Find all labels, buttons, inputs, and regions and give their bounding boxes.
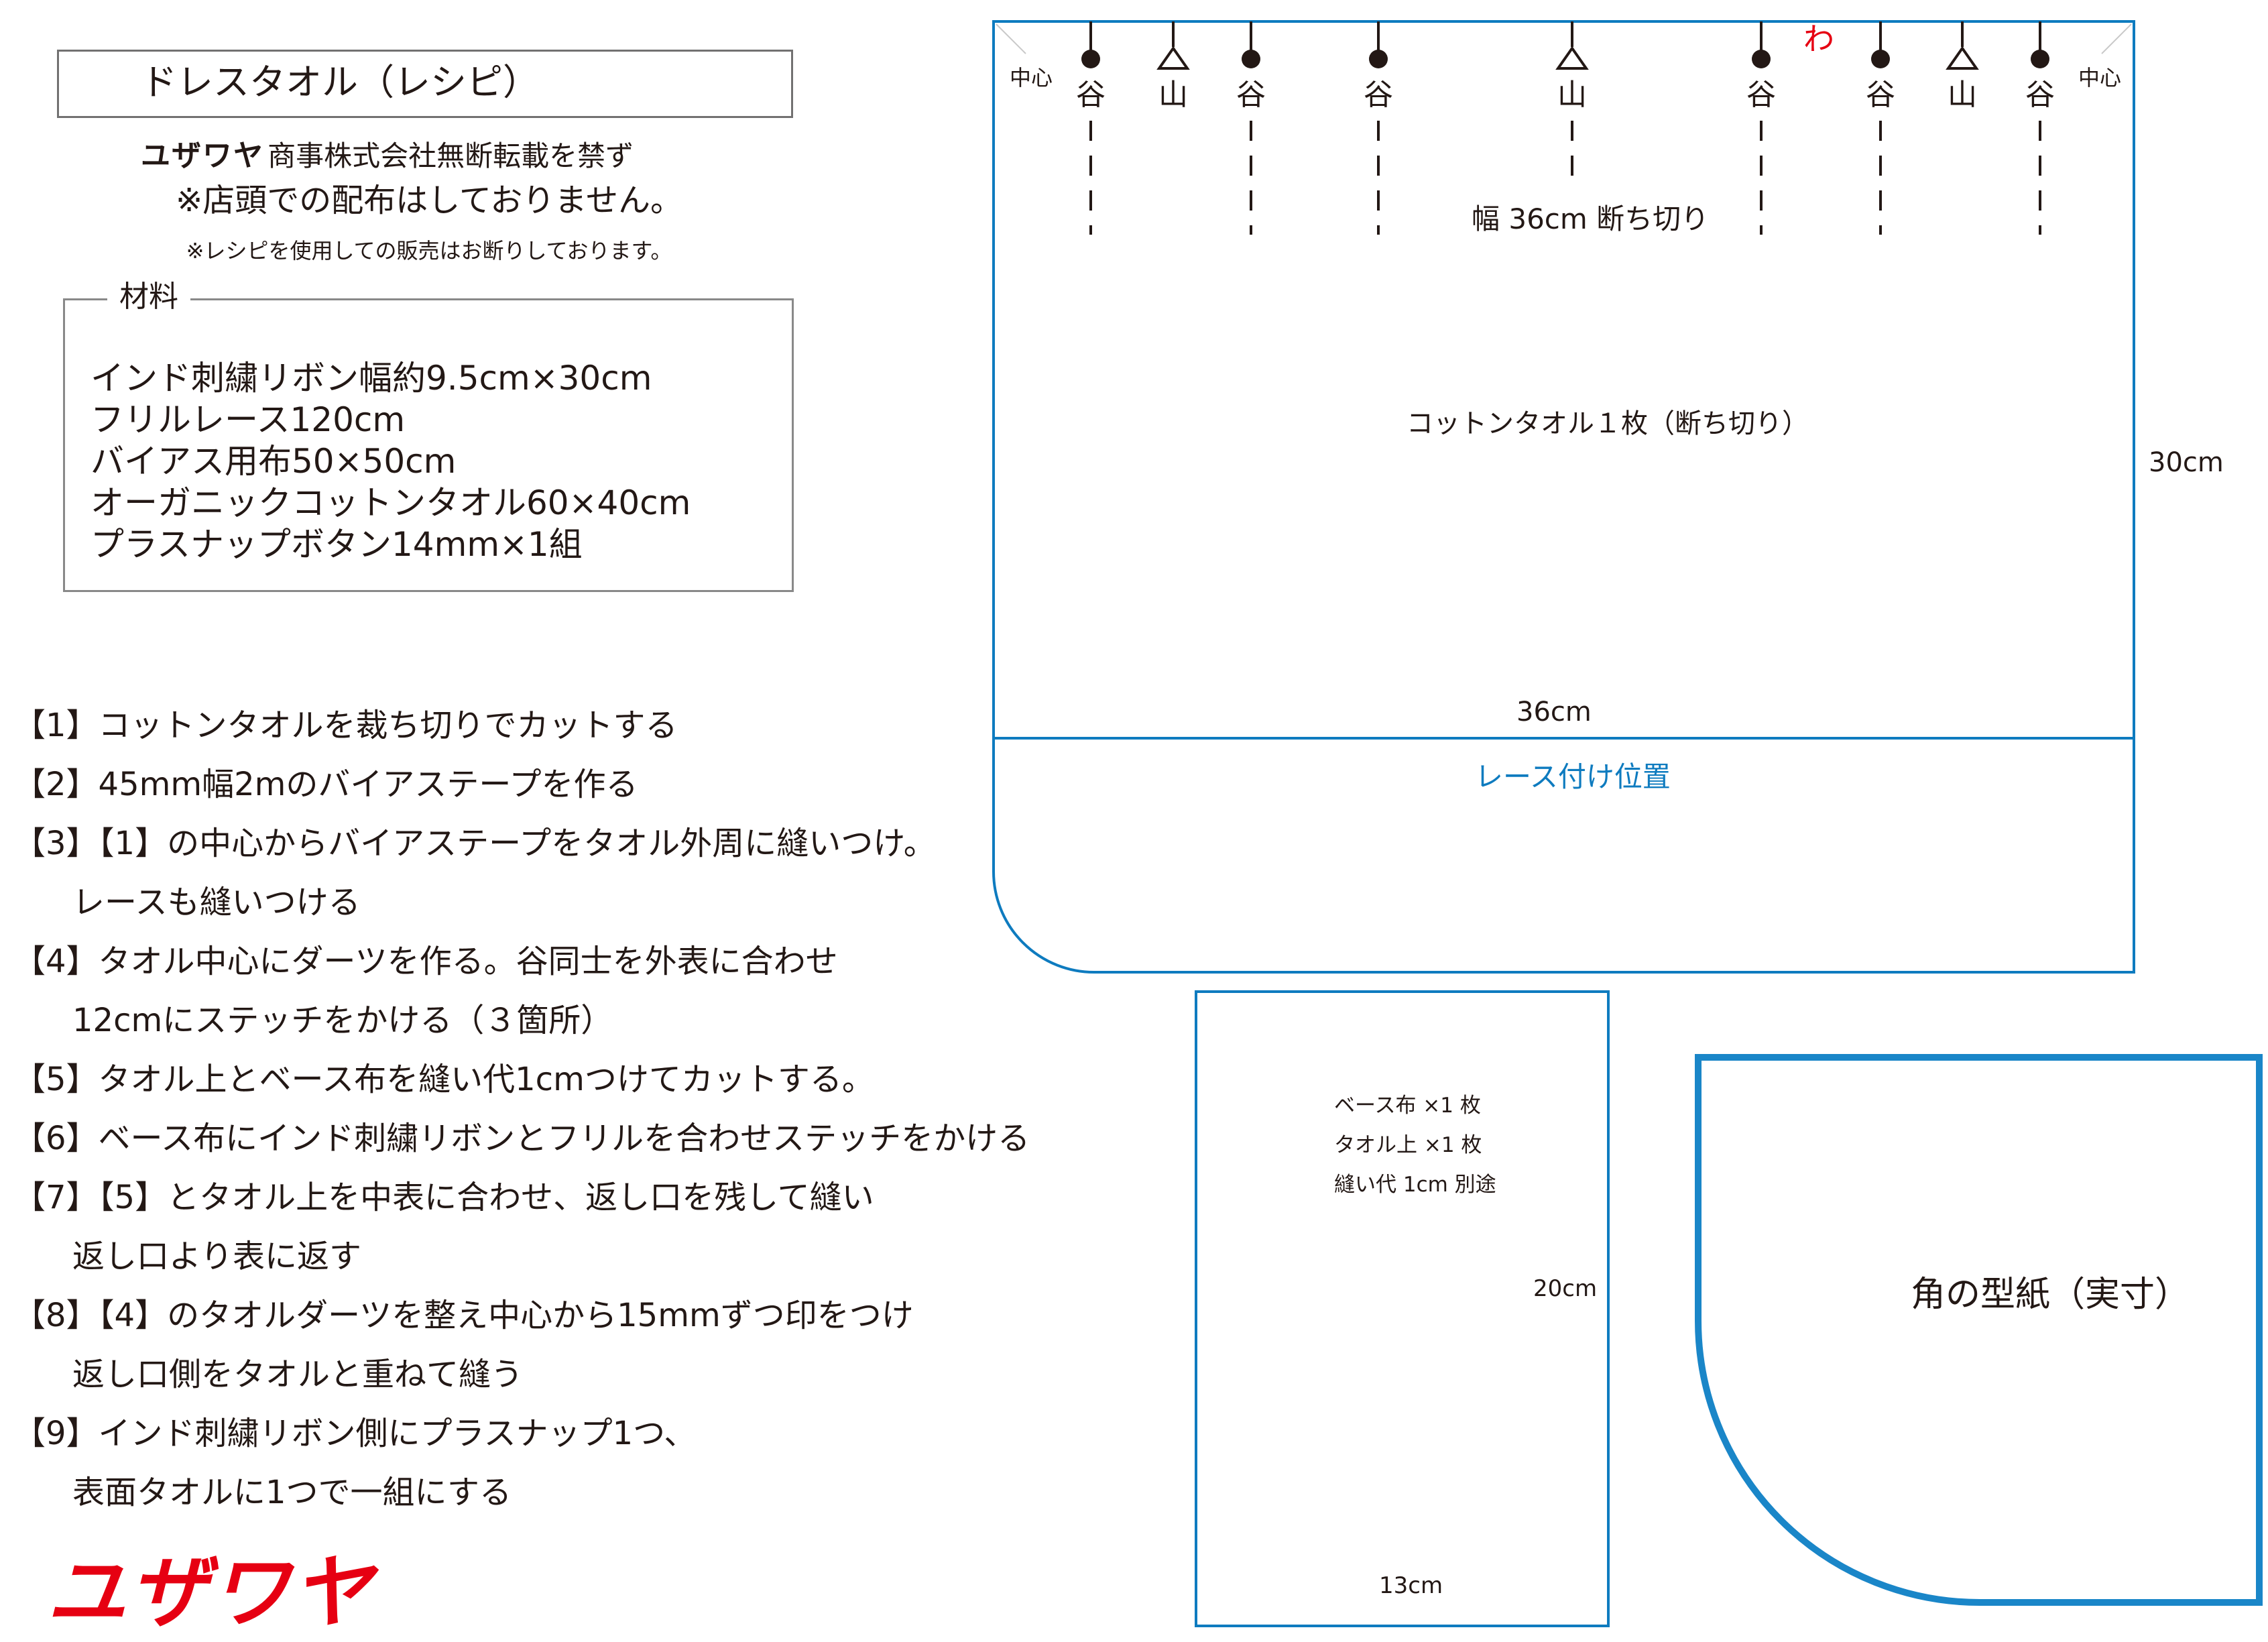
- mark-label-valley: 谷: [1364, 78, 1393, 112]
- step-3: 【3】【1】の中心からバイアステープをタオル外周に縫いつけ。: [13, 825, 936, 862]
- copyright-text: 商事株式会社無断転載を禁ず: [267, 139, 634, 172]
- step-4: 【4】タオル中心にダーツを作る。谷同士を外表に合わせ: [13, 943, 838, 980]
- base-cloth-count: ベース布 ×1 枚: [1334, 1094, 1481, 1118]
- corner-template-label: 角の型紙（実寸）: [1911, 1275, 2190, 1315]
- step-3-cont: レースも縫いつける: [72, 884, 361, 921]
- notice-no-distribution: ※店頭での配布はしておりません。: [176, 182, 682, 219]
- yuzawaya-logo: ユザワヤ: [47, 1546, 375, 1639]
- dart-mark-mountain-1: [1156, 21, 1190, 70]
- base-cloth-pattern-outline: [1195, 990, 1610, 1627]
- step-8: 【8】【4】のタオルダーツを整え中心から15mmずつ印をつけ: [13, 1297, 914, 1334]
- material-item: プラスナップボタン14mm×1組: [91, 525, 583, 564]
- base-width-label: 13cm: [1379, 1572, 1443, 1599]
- dart-mark-valley-1: [1081, 21, 1100, 68]
- step-7: 【7】【5】とタオル上を中表に合わせ、返し口を残して縫い: [13, 1179, 874, 1216]
- brand-inline-logo: ユザワヤ: [141, 139, 264, 173]
- towel-height-label: 30cm: [2149, 447, 2224, 478]
- dart-mark-valley-5: [1871, 21, 1890, 68]
- notice-no-sales: ※レシピを使用しての販売はお断りしております。: [186, 238, 672, 263]
- step-9-cont: 表面タオルに1つで一組にする: [72, 1474, 512, 1511]
- center-label-right: 中心: [2078, 65, 2122, 91]
- materials-box: [63, 298, 794, 592]
- dart-mark-valley-3: [1369, 21, 1388, 68]
- material-item: バイアス用布50×50cm: [91, 442, 457, 481]
- recipe-title: ドレスタオル（レシピ）: [141, 61, 539, 103]
- lace-position-label: レース付け位置: [1475, 760, 1671, 793]
- material-item: フリルレース120cm: [91, 400, 406, 439]
- title-box: [57, 50, 793, 118]
- material-item: インド刺繍リボン幅約9.5cm×30cm: [91, 359, 652, 398]
- dart-mark-valley-4: [1752, 21, 1771, 68]
- material-item: オーガニックコットンタオル60×40cm: [91, 483, 691, 522]
- materials-legend: 材料: [107, 278, 190, 316]
- fold-label: わ: [1803, 21, 1834, 57]
- corner-template-outline: [1695, 1054, 2263, 1606]
- mark-label-valley: 谷: [2025, 78, 2055, 112]
- step-2: 【2】45mm幅2mのバイアステープを作る: [13, 766, 638, 803]
- mark-label-valley: 谷: [1076, 78, 1106, 112]
- center-label-left: 中心: [1010, 65, 1053, 91]
- towel-width-label: 36cm: [1516, 697, 1592, 727]
- towel-top-count: タオル上 ×1 枚: [1334, 1133, 1482, 1157]
- cotton-towel-piece-label: コットンタオル１枚（断ち切り）: [1407, 408, 1809, 439]
- dart-mark-mountain-3: [1946, 21, 1979, 70]
- step-9: 【9】インド刺繍リボン側にプラスナップ1つ、: [13, 1415, 697, 1452]
- mark-label-mountain: 山: [1948, 78, 1977, 112]
- step-7-cont: 返し口より表に返す: [72, 1238, 362, 1275]
- dart-mark-valley-2: [1242, 21, 1260, 68]
- dart-mark-valley-6: [2031, 21, 2049, 68]
- width-cut-label: 幅 36cm 断ち切り: [1472, 202, 1710, 235]
- mark-label-mountain: 山: [1158, 78, 1188, 112]
- mark-label-valley: 谷: [1236, 78, 1266, 112]
- dart-mark-mountain-2: [1555, 21, 1589, 70]
- step-1: 【1】コットンタオルを裁ち切りでカットする: [13, 707, 678, 744]
- step-8-cont: 返し口側をタオルと重ねて縫う: [72, 1356, 524, 1393]
- mark-label-valley: 谷: [1746, 78, 1776, 112]
- step-6: 【6】ベース布にインド刺繍リボンとフリルを合わせステッチをかける: [13, 1120, 1030, 1157]
- step-5: 【5】タオル上とベース布を縫い代1cmつけてカットする。: [13, 1061, 874, 1098]
- step-4-cont: 12cmにステッチをかける（３箇所）: [72, 1002, 613, 1039]
- copyright-line: ユザワヤ 商事株式会社無断転載を禁ず: [141, 137, 634, 175]
- mark-label-mountain: 山: [1557, 78, 1587, 112]
- towel-pattern-outline: [992, 20, 2135, 974]
- seam-allowance-note: 縫い代 1cm 別途: [1334, 1173, 1496, 1197]
- dart-dashed-lines: [1089, 121, 2041, 235]
- base-height-label: 20cm: [1533, 1275, 1598, 1302]
- mark-label-valley: 谷: [1866, 78, 1895, 112]
